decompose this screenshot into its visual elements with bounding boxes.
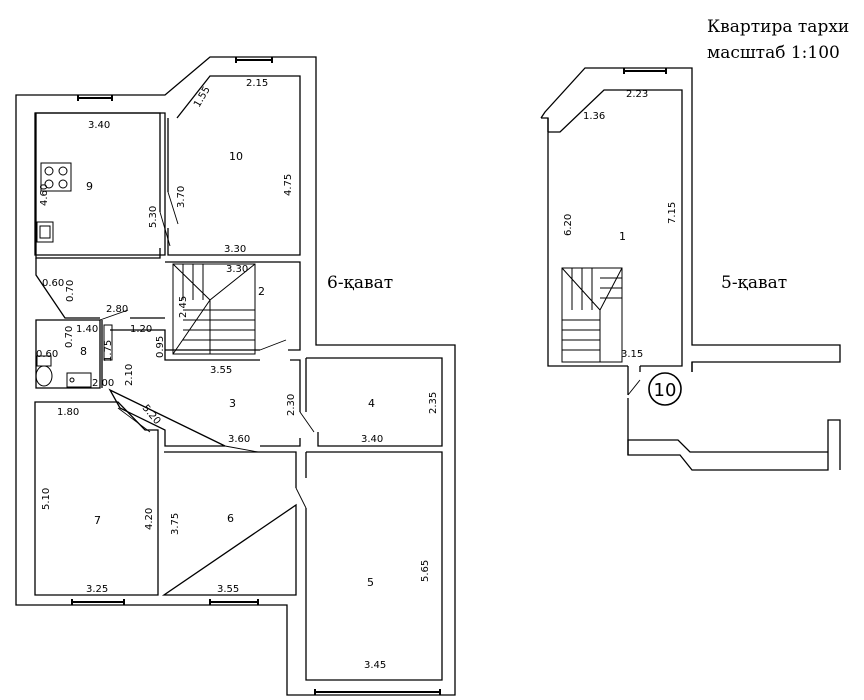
toilet-icon	[35, 355, 53, 387]
dim-label: 5.20	[140, 403, 163, 427]
dim-label: 1.55	[192, 85, 213, 110]
door-floor-5	[627, 379, 641, 396]
room-6-number: 6	[227, 512, 234, 525]
dim-label: 2.23	[626, 89, 648, 100]
room-5-outline	[305, 451, 443, 681]
wall-9-bottom	[35, 258, 100, 319]
dim-label: 3.55	[210, 365, 232, 376]
floor-6-outer-wall	[15, 56, 456, 696]
dim-label: 3.55	[217, 584, 239, 595]
dim-label: 3.70	[176, 186, 187, 208]
dim-label: 0.95	[155, 336, 166, 358]
dim-label: 4.60	[39, 184, 50, 206]
floor-5-dimensions: 1.36 2.23 6.20 7.15 3.15	[563, 89, 678, 360]
marker-10: 10	[648, 372, 682, 406]
floor-5-plan	[540, 67, 841, 471]
dim-label: 0.70	[64, 326, 75, 348]
plan-title: Квартира тархи	[707, 17, 849, 37]
stove-icon	[40, 162, 72, 192]
dim-label: 3.15	[621, 349, 643, 360]
room-8-number: 8	[80, 345, 87, 358]
dim-label: 2.10	[124, 364, 135, 386]
dim-label: 3.30	[224, 244, 246, 255]
dim-label: 1.40	[76, 324, 98, 335]
dim-label: 5.65	[420, 560, 431, 582]
dim-label: 3.30	[226, 264, 248, 275]
dim-label: 2.15	[246, 78, 268, 89]
windows-floor-6	[71, 57, 441, 695]
floor-6-inner-wall	[34, 112, 166, 256]
washbasin-icon	[103, 324, 113, 361]
dim-label: 1.75	[103, 340, 114, 362]
room-7-outline	[34, 401, 159, 596]
dim-label: 0.70	[65, 280, 76, 302]
room-9-outline	[35, 112, 161, 259]
room-5-number: 5	[367, 576, 374, 589]
room-6-outline	[161, 451, 297, 596]
dim-label: 2.30	[286, 394, 297, 416]
floor-6-dimensions: 3.40 4.60 5.30 0.60 0.70 2.80 1.40 1.20 …	[36, 78, 439, 671]
room-4-outline	[305, 357, 443, 447]
dim-label: 3.25	[86, 584, 108, 595]
dim-label: 3.40	[361, 434, 383, 445]
dim-label: 3.75	[170, 513, 181, 535]
bathtub-icon	[66, 372, 92, 388]
marker-10-label: 10	[654, 380, 677, 401]
dim-label: 2.35	[428, 392, 439, 414]
dim-label: 5.10	[41, 488, 52, 510]
room-10-outline	[167, 75, 301, 256]
sink-icon	[36, 221, 54, 243]
staircase-floor-6	[172, 263, 256, 355]
dim-label: 3.60	[228, 434, 250, 445]
doors-floor-6	[99, 191, 315, 509]
dim-label: 0.60	[36, 349, 58, 360]
dim-label: 3.40	[88, 120, 110, 131]
room-4-number: 4	[368, 397, 375, 410]
room-8-outline	[35, 319, 101, 389]
dim-label: 3.45	[364, 660, 386, 671]
room-9-number: 9	[86, 180, 93, 193]
dim-label: 1.80	[57, 407, 79, 418]
dim-label: 0.60	[42, 278, 64, 289]
room-2-number: 2	[258, 285, 265, 298]
room-1-number: 1	[619, 230, 626, 243]
floor-5-label: 5-қават	[721, 273, 787, 293]
windows-floor-5	[623, 68, 667, 74]
plan-scale: масштаб 1:100	[707, 43, 840, 63]
dim-label: 4.75	[283, 174, 294, 196]
dim-label: 6.20	[563, 214, 574, 236]
room-7-number: 7	[94, 514, 101, 527]
room-3-outline	[108, 329, 301, 447]
dim-label: 1.20	[130, 324, 152, 335]
dim-label: 7.15	[667, 202, 678, 224]
dim-label: 2.00	[92, 378, 114, 389]
room-2-outline	[165, 261, 301, 351]
dim-label: 2.45	[178, 296, 189, 318]
room-3-number: 3	[229, 397, 236, 410]
staircase-floor-5	[561, 267, 623, 363]
floor-6-room-numbers: 9 10 2 8 3 4 7 6 5	[80, 150, 375, 589]
dim-label: 5.30	[148, 206, 159, 228]
floor-6-plan	[15, 56, 456, 696]
dim-label: 2.80	[106, 304, 128, 315]
dim-label: 1.36	[583, 111, 605, 122]
room-10-number: 10	[229, 150, 243, 163]
floor-6-label: 6-қават	[327, 273, 393, 293]
dim-label: 4.20	[144, 508, 155, 530]
floor-5-outer-wall	[540, 67, 841, 372]
